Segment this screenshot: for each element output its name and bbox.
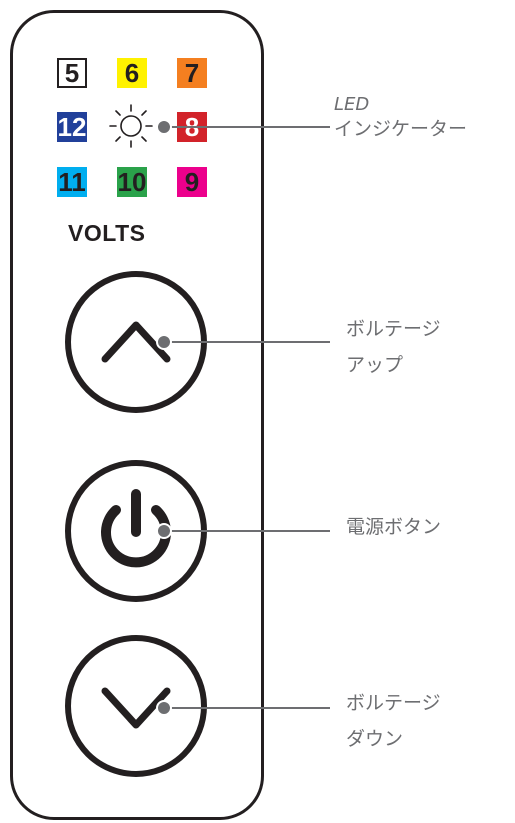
down-callout-label: ボルテージ ダウン (346, 688, 441, 754)
light-indicator-icon (109, 104, 153, 148)
up-callout-dot (156, 334, 172, 350)
up-callout-label: ボルテージ アップ (346, 314, 441, 380)
led-7v: 7 (177, 58, 207, 88)
led-9v: 9 (177, 167, 207, 197)
led-10v: 10 (117, 167, 147, 197)
power-callout-dot (156, 523, 172, 539)
up-callout-line1: ボルテージ (346, 318, 441, 340)
volts-label: VOLTS (68, 220, 146, 246)
down-callout-line2: ダウン (346, 728, 404, 750)
down-callout-line (164, 707, 330, 709)
down-callout-dot (156, 700, 172, 716)
led-5v: 5 (57, 58, 87, 88)
led-callout-line1: LED (334, 94, 370, 115)
chevron-down-icon (101, 687, 171, 729)
led-callout-line (164, 126, 330, 128)
led-callout-line2: インジケーター (334, 118, 468, 140)
remote-control-body (10, 10, 264, 820)
voltage-down-button[interactable] (65, 635, 207, 777)
power-callout-line1: 電源ボタン (346, 516, 442, 538)
up-callout-line2: アップ (346, 354, 404, 376)
led-12v: 12 (57, 112, 87, 142)
led-11v: 11 (57, 167, 87, 197)
chevron-up-icon (101, 321, 171, 363)
power-callout-label: 電源ボタン (346, 512, 441, 542)
down-callout-line1: ボルテージ (346, 692, 441, 714)
up-callout-line (164, 341, 330, 343)
power-callout-line (164, 530, 330, 532)
led-6v: 6 (117, 58, 147, 88)
led-callout-dot (156, 119, 172, 135)
led-callout-label: LED インジケーター (334, 90, 467, 144)
